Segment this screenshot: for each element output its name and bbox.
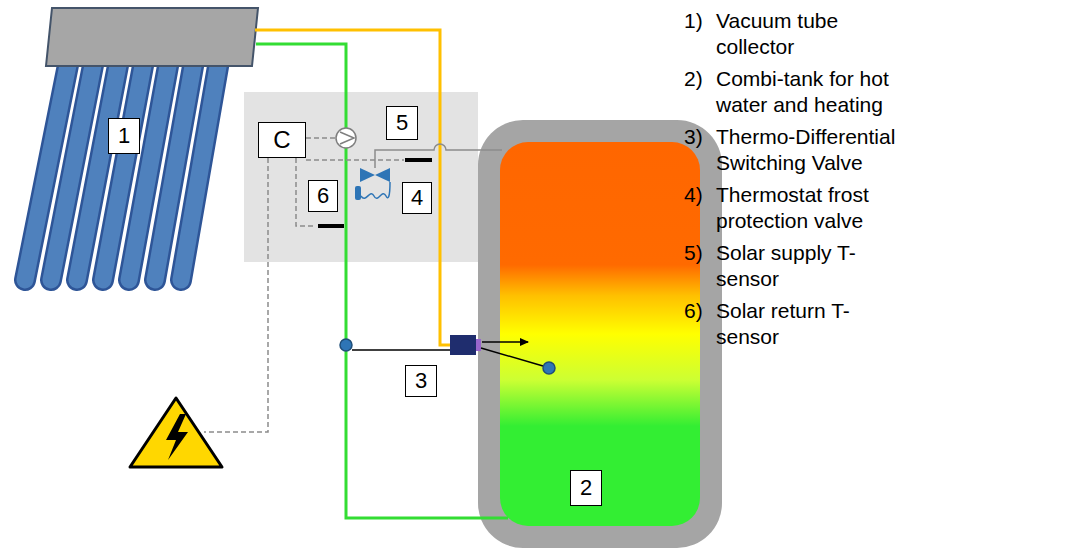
legend-description: Thermostat frost protection valve xyxy=(716,182,916,234)
switching-valve xyxy=(450,335,476,355)
callout-box: 6 xyxy=(308,180,338,212)
return-sensor xyxy=(318,224,344,228)
flow-arrow xyxy=(482,341,528,343)
return-pipe xyxy=(256,44,508,518)
tank-stratification xyxy=(500,142,700,526)
legend-description: Solar return T- sensor xyxy=(716,298,916,350)
control-panel xyxy=(244,92,478,262)
callout-box: 2 xyxy=(570,470,602,506)
legend-description: Solar supply T- sensor xyxy=(716,240,916,292)
supply-sensor xyxy=(405,158,432,162)
sensor-bulb xyxy=(340,339,352,351)
callout-box: 1 xyxy=(108,118,140,154)
pump-mark xyxy=(340,132,354,144)
thermostat-bulb xyxy=(355,186,361,200)
bypass-line xyxy=(375,144,502,168)
sensor-bulb xyxy=(543,362,555,374)
callout-number: 5 xyxy=(396,112,408,134)
pump-symbol xyxy=(336,128,356,148)
legend-number: 2) xyxy=(684,66,703,92)
callout-number: 3 xyxy=(415,370,427,392)
legend-number: 3) xyxy=(684,124,703,150)
tank-insulation xyxy=(478,120,722,548)
lightning-bolt xyxy=(166,414,188,460)
callout-box: 4 xyxy=(402,182,432,214)
controller-box: C xyxy=(258,122,306,158)
legend-number: 4) xyxy=(684,182,703,208)
callout-box: 5 xyxy=(386,106,418,140)
callout-number: 2 xyxy=(580,477,592,499)
callout-number: 6 xyxy=(317,185,329,207)
legend-description: Combi-tank for hot water and heating xyxy=(716,66,916,118)
legend-number: 1) xyxy=(684,8,703,34)
capillary-coil xyxy=(361,182,390,198)
legend-description: Thermo-Differential Switching Valve xyxy=(716,124,916,176)
supply-pipe xyxy=(255,30,450,345)
legend-number: 6) xyxy=(684,298,703,324)
high-voltage-sign xyxy=(130,398,222,467)
vacuum-tubes xyxy=(25,55,220,280)
valve-outlet xyxy=(476,339,481,351)
legend-description: Vacuum tube collector xyxy=(716,8,916,60)
capillary-line xyxy=(352,349,450,351)
collector-header xyxy=(46,8,258,66)
valve-symbol xyxy=(360,168,375,182)
callout-number: 1 xyxy=(118,125,130,147)
capillary-line xyxy=(481,348,543,366)
callout-box: 3 xyxy=(405,365,437,397)
callout-number: C xyxy=(273,128,290,152)
callout-number: 4 xyxy=(411,187,423,209)
control-wires xyxy=(204,138,404,432)
legend-number: 5) xyxy=(684,240,703,266)
valve-symbol xyxy=(375,168,390,182)
